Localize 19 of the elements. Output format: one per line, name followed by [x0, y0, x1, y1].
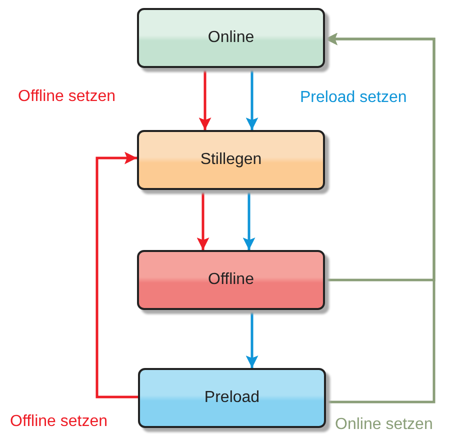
state-box	[137, 130, 325, 190]
arrow	[242, 190, 256, 250]
arrow	[246, 68, 258, 130]
transition-label: Offline setzen	[18, 88, 116, 106]
arrow	[96, 152, 138, 398]
arrow	[196, 190, 210, 250]
transition-label: Online setzen	[335, 416, 433, 434]
state-box	[137, 8, 325, 68]
state-name: Offline	[208, 271, 254, 289]
arrow	[198, 68, 212, 130]
state-name: Online	[208, 29, 254, 47]
state-box	[137, 250, 325, 310]
transition-label: Offline setzen	[10, 413, 108, 431]
arrow	[325, 32, 436, 404]
state-name: Preload	[204, 389, 260, 407]
state-name: Stillegen	[200, 151, 262, 169]
arrow	[246, 310, 258, 368]
transition-label: Preload setzen	[300, 89, 407, 107]
state-box	[138, 368, 326, 428]
